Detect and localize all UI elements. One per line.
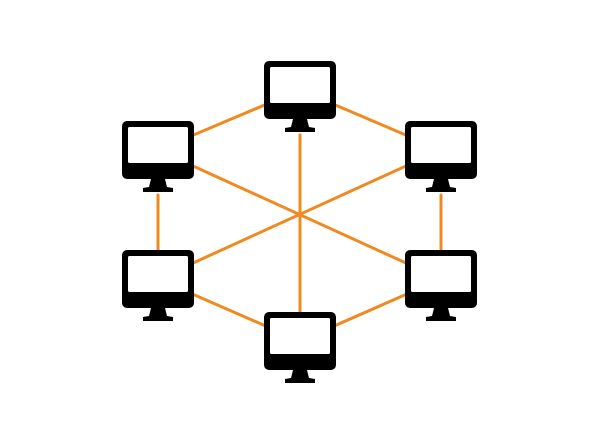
monitor-stand: [285, 119, 315, 132]
monitor-stand: [143, 179, 173, 192]
monitor-stand: [426, 308, 456, 321]
monitor-screen: [411, 256, 471, 292]
desktop-monitor-icon: [122, 121, 194, 192]
monitor-screen: [128, 127, 188, 163]
monitor-stand: [285, 370, 315, 383]
desktop-monitor-icon: [405, 121, 477, 192]
desktop-monitor-icon: [405, 250, 477, 321]
desktop-monitor-icon: [264, 312, 336, 383]
desktop-monitor-icon: [264, 61, 336, 132]
monitor-screen: [411, 127, 471, 163]
monitor-stand: [426, 179, 456, 192]
desktop-monitor-icon: [122, 250, 194, 321]
link-upper-right-lower-left: [156, 148, 443, 281]
monitor-screen: [128, 256, 188, 292]
monitor-stand: [143, 308, 173, 321]
monitor-screen: [270, 318, 330, 354]
nodes-layer: [122, 61, 477, 383]
monitor-screen: [270, 67, 330, 103]
